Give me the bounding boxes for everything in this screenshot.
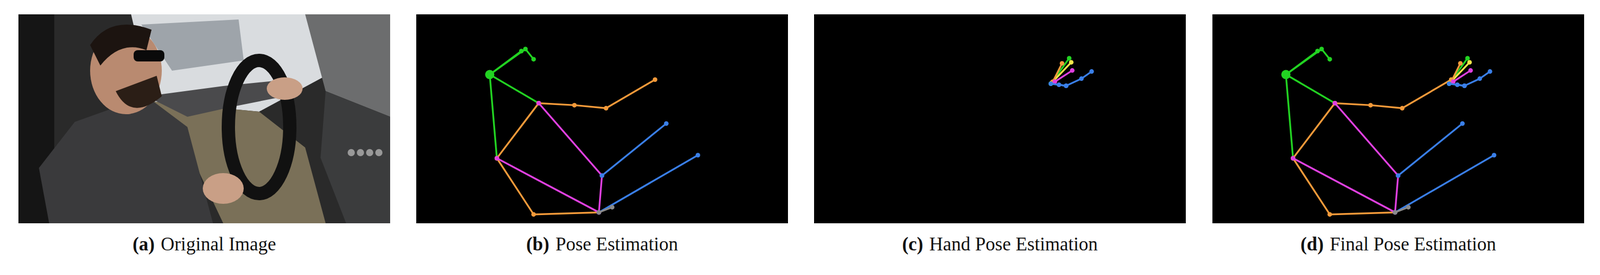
- subfigure-title: Hand Pose Estimation: [929, 232, 1098, 255]
- subfigure-caption: (a)Original Image: [18, 232, 391, 255]
- pose-panel: [416, 14, 788, 224]
- subfigure-caption: (b)Pose Estimation: [416, 232, 788, 255]
- subfigure-letter: (d): [1300, 232, 1324, 255]
- subfigure-letter: (b): [526, 232, 550, 255]
- subfigure-caption: (d)Final Pose Estimation: [1212, 232, 1585, 255]
- subfigure-title: Final Pose Estimation: [1329, 232, 1497, 255]
- subfigure-title: Pose Estimation: [555, 232, 678, 255]
- subfigure-letter: (a): [132, 232, 155, 255]
- subfigure-title: Original Image: [160, 232, 276, 255]
- hand-pose-panel: [814, 14, 1186, 224]
- subfigure-letter: (c): [902, 232, 924, 255]
- driver-photo: [18, 14, 391, 224]
- subfigure-caption: (c)Hand Pose Estimation: [814, 232, 1186, 255]
- final-pose-panel: [1212, 14, 1585, 224]
